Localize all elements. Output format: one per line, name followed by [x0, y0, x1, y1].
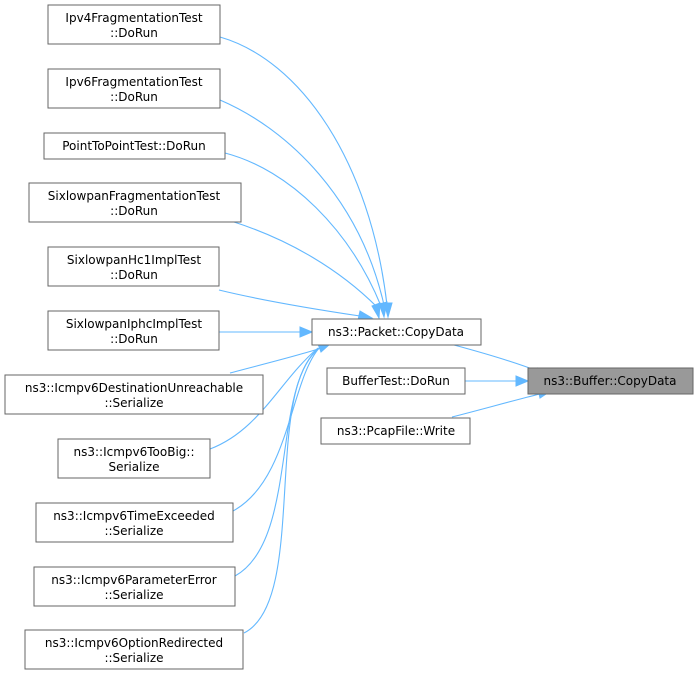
node-sixlowpan-fragmentation-test[interactable]: SixlowpanFragmentationTest ::DoRun: [28, 182, 242, 223]
arrowhead-into-packet-left: [299, 326, 314, 338]
edge-pcap-to-buffer: [451, 393, 541, 418]
node-label-line-2: ::DoRun: [110, 90, 158, 104]
node-ipv4-fragmentation-test[interactable]: Ipv4FragmentationTest ::DoRun: [47, 4, 221, 45]
node-label-line-2: ::Serialize: [104, 651, 163, 665]
edge-icmpopt-to-packet: [243, 344, 325, 634]
arrowhead-into-packet-top-2: [378, 301, 388, 319]
node-label: ns3::PcapFile::Write: [337, 424, 455, 438]
node-label: ns3::Buffer::CopyData: [544, 374, 677, 388]
node-label-line-1: ns3::Icmpv6TooBig::: [73, 445, 194, 459]
node-label-line-1: SixlowpanFragmentationTest: [48, 189, 221, 203]
node-label-line-2: ::DoRun: [110, 26, 158, 40]
nodes: Ipv4FragmentationTest ::DoRun Ipv6Fragme…: [4, 4, 694, 670]
edge-ipv6frag-to-packet: [219, 99, 385, 306]
node-label-line-1: ns3::Icmpv6OptionRedirected: [45, 636, 223, 650]
edges: [209, 36, 554, 634]
node-label-line-1: ns3::Icmpv6DestinationUnreachable: [25, 381, 243, 395]
node-label-line-1: Ipv6FragmentationTest: [65, 75, 202, 89]
node-label-line-2: ::Serialize: [104, 396, 163, 410]
node-label-line-1: SixlowpanHc1ImplTest: [67, 253, 201, 267]
node-icmpv6-too-big[interactable]: ns3::Icmpv6TooBig:: Serialize: [57, 438, 211, 479]
edge-ipv4frag-to-packet: [219, 36, 388, 306]
node-label-line-1: ns3::Icmpv6ParameterError: [51, 573, 217, 587]
edge-sixhc1-to-packet: [218, 289, 361, 317]
edge-sixfrag-to-packet: [233, 221, 378, 308]
node-label-line-1: ns3::Icmpv6TimeExceeded: [53, 509, 215, 523]
node-icmpv6-time-exceeded[interactable]: ns3::Icmpv6TimeExceeded ::Serialize: [35, 502, 234, 543]
node-label-line-2: ::Serialize: [104, 588, 163, 602]
node-buffertest-dorun[interactable]: BufferTest::DoRun: [326, 367, 466, 395]
node-point-to-point-test[interactable]: PointToPointTest::DoRun: [43, 132, 226, 160]
node-ipv6-fragmentation-test[interactable]: Ipv6FragmentationTest ::DoRun: [47, 68, 221, 109]
node-buffer-copydata-focus: ns3::Buffer::CopyData: [527, 367, 694, 395]
node-label-line-2: ::DoRun: [110, 204, 158, 218]
node-label-line-2: ::Serialize: [104, 524, 163, 538]
edge-icmptime-to-packet: [232, 346, 321, 512]
arrowhead-buffertest-to-buffer: [515, 375, 530, 387]
node-label: ns3::Packet::CopyData: [328, 325, 464, 339]
node-sixlowpan-hc1-impl-test[interactable]: SixlowpanHc1ImplTest ::DoRun: [47, 246, 220, 287]
node-label-line-2: Serialize: [109, 460, 160, 474]
edge-p2p-to-packet: [224, 152, 382, 307]
edge-icmptoobig-to-packet: [209, 347, 319, 450]
arrowhead-into-packet-top-3: [371, 302, 381, 320]
node-pcapfile-write[interactable]: ns3::PcapFile::Write: [320, 417, 471, 445]
node-label-line-2: ::DoRun: [110, 268, 158, 282]
edge-icmpdest-to-packet: [229, 348, 319, 374]
node-label-line-2: ::DoRun: [110, 332, 158, 346]
node-packet-copydata[interactable]: ns3::Packet::CopyData: [311, 318, 482, 346]
node-label: BufferTest::DoRun: [342, 374, 450, 388]
node-icmpv6-destination-unreachable[interactable]: ns3::Icmpv6DestinationUnreachable ::Seri…: [4, 374, 264, 415]
node-label-line-1: SixlowpanIphcImplTest: [66, 317, 203, 331]
node-label: PointToPointTest::DoRun: [62, 139, 206, 153]
node-icmpv6-parameter-error[interactable]: ns3::Icmpv6ParameterError ::Serialize: [33, 566, 236, 607]
node-sixlowpan-iphc-impl-test[interactable]: SixlowpanIphcImplTest ::DoRun: [47, 310, 220, 351]
node-label-line-1: Ipv4FragmentationTest: [65, 11, 202, 25]
node-icmpv6-option-redirected[interactable]: ns3::Icmpv6OptionRedirected ::Serialize: [24, 629, 244, 670]
edge-packet-to-buffer: [453, 344, 541, 373]
